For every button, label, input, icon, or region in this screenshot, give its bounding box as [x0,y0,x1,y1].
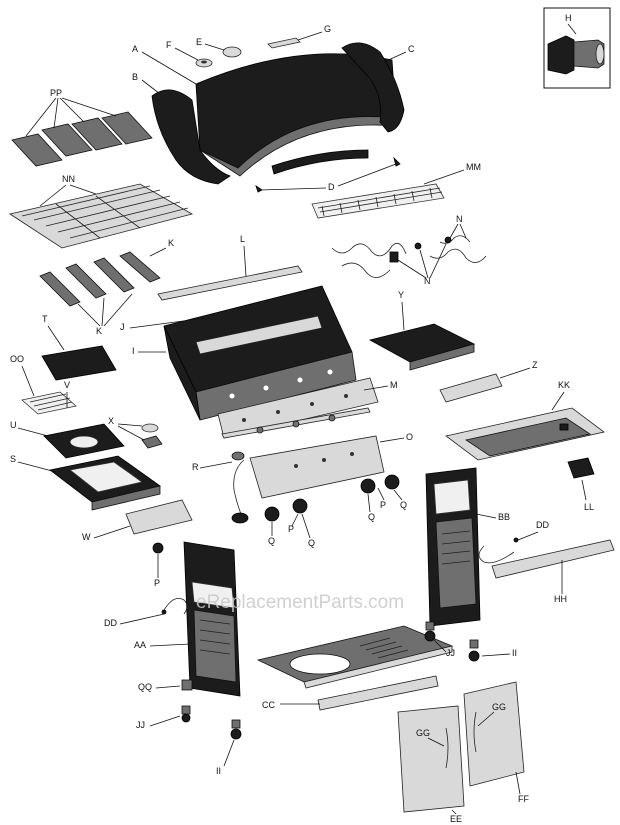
part-foot-qq[interactable] [181,679,193,691]
part-mm-warming-rack[interactable] [311,183,445,219]
part-dd-right-ignition-wire[interactable] [478,537,519,564]
label-p-3: P [154,578,160,588]
label-kk: KK [558,380,570,390]
part-i-j-cookbox[interactable] [163,285,357,421]
label-q-3: Q [368,512,375,522]
part-valve-manifold[interactable] [221,407,371,439]
part-ll-grease-cup[interactable] [567,457,595,479]
label-z: Z [532,360,538,370]
label-jj-left: JJ [136,720,145,730]
label-u: U [10,420,17,430]
part-hh-rear-brace[interactable] [491,539,615,579]
label-m: M [390,380,398,390]
label-dd-right: DD [536,520,549,530]
label-cc: CC [262,700,275,710]
label-jj-right: JJ [446,648,455,658]
part-caster-jj-left[interactable] [181,705,191,723]
part-caster-ii-right[interactable] [468,639,480,662]
part-cc-front-brace[interactable] [317,675,439,711]
part-o-manifold-cover[interactable] [249,435,385,499]
part-nn-cooking-grates[interactable] [8,183,194,249]
part-ff-right-door[interactable] [463,681,525,787]
label-k-bottom: K [96,326,102,336]
part-z-shelf-trim[interactable] [439,373,503,403]
label-aa: AA [134,640,146,650]
label-dd-left: DD [104,618,117,628]
label-f: F [166,40,172,50]
label-n-bottom: N [424,276,431,286]
label-h: H [565,13,572,23]
part-r-regulator-hose[interactable] [231,451,249,524]
part-w-side-trim[interactable] [125,499,193,535]
part-cc-bottom-shelf[interactable] [256,625,454,689]
label-i: I [132,346,135,356]
part-oo-side-grate[interactable] [21,391,77,415]
label-nn: NN [62,174,75,184]
label-c: C [408,44,415,54]
label-a: A [132,44,138,54]
part-h-inset[interactable]: H [543,7,611,89]
label-d: D [328,182,335,192]
label-gg-left: GG [416,728,430,738]
part-ee-left-door[interactable] [397,705,465,813]
label-hh: HH [554,594,567,604]
part-f-thermometer[interactable] [195,58,213,68]
part-q-p-control-knobs[interactable] [152,474,400,554]
label-p-1: P [288,524,294,534]
label-p-2: P [380,500,386,510]
label-bb: BB [498,512,510,522]
label-x: X [108,416,114,426]
part-s-side-burner-frame[interactable] [49,455,161,511]
label-ff: FF [518,794,529,804]
label-b: B [132,72,138,82]
label-r: R [192,462,199,472]
label-q-4: Q [400,500,407,510]
label-ee: EE [450,814,462,824]
part-d-lid-handle[interactable] [255,149,401,193]
label-q-1: Q [268,536,275,546]
label-t: T [42,314,48,324]
label-oo: OO [10,354,24,364]
label-o: O [406,432,413,442]
label-w: W [82,532,91,542]
part-g-handle-bracket[interactable] [267,37,301,49]
label-e: E [196,37,202,47]
watermark-text: eReplacementParts.com [196,592,404,613]
part-b-left-end-cap[interactable] [151,89,231,185]
part-l-heat-shield[interactable] [157,265,303,301]
part-dd-left-ignition-wire[interactable] [161,597,188,615]
label-ii-left: II [216,766,221,776]
part-k-burners[interactable] [39,251,161,307]
label-ii-right: II [512,648,517,658]
label-ll: LL [584,502,594,512]
label-n-top: N [456,214,463,224]
label-g: G [324,24,331,34]
label-gg-right: GG [492,702,506,712]
part-t-side-plate[interactable] [41,345,117,381]
part-kk-side-shelf[interactable] [445,407,605,461]
part-caster-ii-left[interactable] [230,719,242,740]
label-y: Y [398,290,404,300]
label-j: J [120,322,125,332]
part-caster-jj-right[interactable] [424,621,436,642]
part-c-right-end-cap[interactable] [341,42,405,133]
label-v: V [64,380,70,390]
part-x-side-burner-valve[interactable] [141,423,163,449]
label-mm: MM [466,162,481,172]
label-s: S [10,454,16,464]
part-e-knob-cap[interactable] [222,46,242,58]
label-q-2: Q [308,538,315,548]
part-u-side-burner-tray[interactable] [43,423,125,459]
part-aa-left-cart-panel[interactable] [183,541,241,697]
label-l: L [240,234,245,244]
part-m-control-panel[interactable] [217,377,379,439]
label-k-top: K [168,238,174,248]
label-qq: QQ [138,682,152,692]
part-bb-right-cart-panel[interactable] [425,467,481,627]
part-pp-flavorizer-bars[interactable] [11,111,153,167]
part-y-side-shelf-lid[interactable] [368,323,476,371]
label-pp: PP [50,88,62,98]
part-n-ignitor-wires[interactable] [331,235,487,278]
